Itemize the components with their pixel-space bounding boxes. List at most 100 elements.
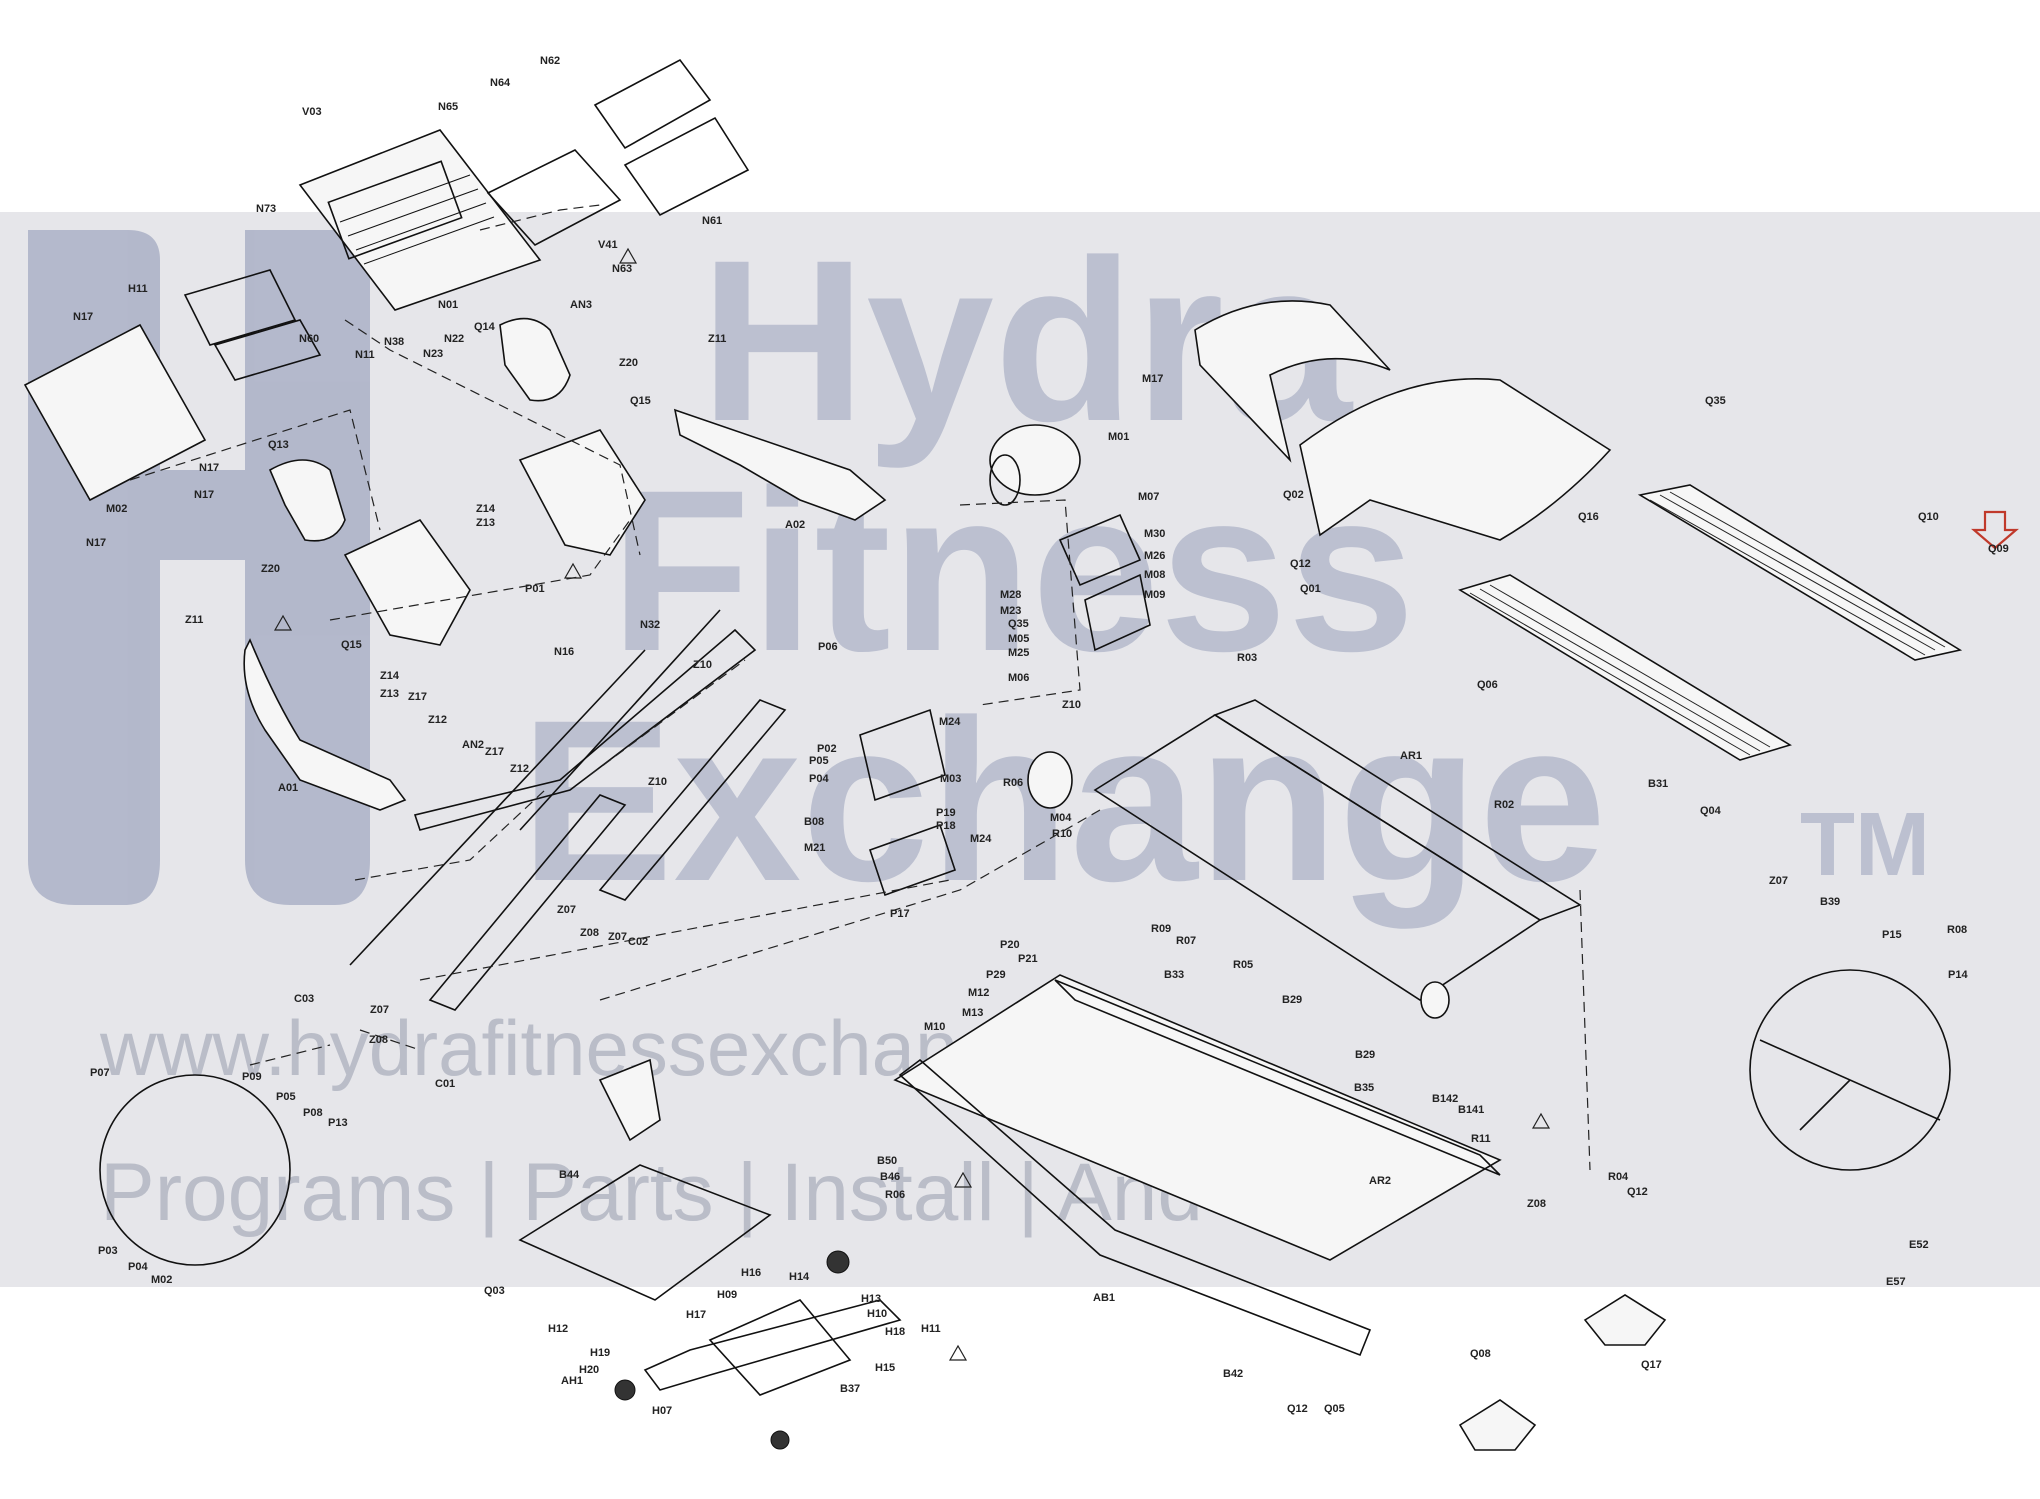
- callout-label: P04: [128, 1261, 148, 1273]
- callout-label: B44: [559, 1169, 580, 1181]
- callout-label: Q35: [1008, 618, 1029, 630]
- callout-label: Z12: [510, 763, 529, 775]
- callout-label: Z14: [380, 670, 400, 682]
- callout-label: N23: [423, 348, 443, 360]
- callout-label: R10: [1052, 828, 1072, 840]
- callout-label: N17: [199, 462, 219, 474]
- callout-label: Z08: [1527, 1198, 1546, 1210]
- callout-label: M05: [1008, 633, 1029, 645]
- callout-label: P17: [890, 908, 910, 920]
- callout-label: AR2: [1369, 1175, 1391, 1187]
- callout-label: Z13: [380, 688, 399, 700]
- callout-label: Z20: [261, 563, 280, 575]
- callout-label: P20: [1000, 939, 1020, 951]
- callout-label: C03: [294, 993, 314, 1005]
- callout-label: N62: [540, 55, 560, 67]
- callout-label: P18: [936, 820, 956, 832]
- callout-label: Z11: [708, 333, 726, 345]
- callout-label: M13: [962, 1007, 983, 1019]
- callout-label: R07: [1176, 935, 1196, 947]
- callout-label: Q02: [1283, 489, 1304, 501]
- callout-label: M01: [1108, 431, 1129, 443]
- part-callouts: N62N64N65V03N61N73H11N63N17V41AN3N01N22N…: [73, 55, 2009, 1417]
- callout-label: Q17: [1641, 1359, 1662, 1371]
- callout-label: R03: [1237, 652, 1257, 664]
- callout-label: H19: [590, 1347, 610, 1359]
- callout-label: M02: [151, 1274, 172, 1286]
- callout-label: A01: [278, 782, 298, 794]
- callout-label: R04: [1608, 1171, 1629, 1183]
- callout-label: Q12: [1627, 1186, 1648, 1198]
- callout-label: Q15: [341, 639, 362, 651]
- callout-label: V03: [302, 106, 322, 118]
- callout-label: P02: [817, 743, 837, 755]
- callout-label: Z07: [1769, 875, 1788, 887]
- callout-label: H20: [579, 1364, 599, 1376]
- callout-label: H14: [789, 1271, 810, 1283]
- callout-label: P08: [303, 1107, 323, 1119]
- callout-label: Q12: [1290, 558, 1311, 570]
- callout-label: Z10: [648, 776, 667, 788]
- callout-label: H11: [128, 283, 148, 295]
- callout-label: Z08: [369, 1034, 388, 1046]
- callout-label: N16: [554, 646, 574, 658]
- callout-label: Z07: [608, 931, 627, 943]
- callout-label: E57: [1886, 1276, 1906, 1288]
- callout-label: Z12: [428, 714, 447, 726]
- callout-label: P19: [936, 807, 956, 819]
- watermark-tm: TM: [1800, 795, 1930, 895]
- callout-label: Q03: [484, 1285, 505, 1297]
- callout-label: Q04: [1700, 805, 1722, 817]
- callout-label: Q01: [1300, 583, 1321, 595]
- callout-label: Z17: [408, 691, 427, 703]
- callout-label: N38: [384, 336, 404, 348]
- callout-label: R06: [1003, 777, 1023, 789]
- callout-label: N65: [438, 101, 458, 113]
- callout-label: N01: [438, 299, 458, 311]
- callout-label: P03: [98, 1245, 118, 1257]
- callout-label: B37: [840, 1383, 860, 1395]
- callout-label: Q06: [1477, 679, 1498, 691]
- callout-label: M23: [1000, 605, 1021, 617]
- callout-label: B50: [877, 1155, 897, 1167]
- callout-label: P14: [1948, 969, 1968, 981]
- callout-label: R02: [1494, 799, 1514, 811]
- callout-label: H16: [741, 1267, 761, 1279]
- callout-label: B29: [1355, 1049, 1375, 1061]
- callout-label: B39: [1820, 896, 1840, 908]
- callout-label: Q13: [268, 439, 289, 451]
- callout-label: M06: [1008, 672, 1029, 684]
- callout-label: Z07: [557, 904, 576, 916]
- callout-label: Q16: [1578, 511, 1599, 523]
- callout-label: N73: [256, 203, 276, 215]
- callout-label: R06: [885, 1189, 905, 1201]
- callout-label: M25: [1008, 647, 1029, 659]
- callout-label: R11: [1471, 1133, 1491, 1145]
- callout-label: AN2: [462, 739, 484, 751]
- callout-label: Z14: [476, 503, 496, 515]
- callout-label: M17: [1142, 373, 1163, 385]
- callout-label: M28: [1000, 589, 1021, 601]
- callout-label: P05: [809, 755, 829, 767]
- callout-label: H11: [921, 1323, 941, 1335]
- callout-label: N32: [640, 619, 660, 631]
- callout-label: M02: [106, 503, 127, 515]
- callout-label: E52: [1909, 1239, 1929, 1251]
- callout-label: M03: [940, 773, 961, 785]
- callout-label: R09: [1151, 923, 1171, 935]
- parts-artwork: [23, 58, 2019, 1451]
- callout-label: B42: [1223, 1368, 1243, 1380]
- callout-label: B08: [804, 816, 824, 828]
- callout-label: P13: [328, 1117, 348, 1129]
- callout-label: Z13: [476, 517, 495, 529]
- callout-label: H18: [885, 1326, 905, 1338]
- callout-label: N22: [444, 333, 464, 345]
- callout-label: B29: [1282, 994, 1302, 1006]
- callout-label: AH1: [561, 1375, 583, 1387]
- callout-label: M12: [968, 987, 989, 999]
- callout-label: N63: [612, 263, 632, 275]
- callout-label: Z11: [185, 614, 203, 626]
- callout-label: M21: [804, 842, 825, 854]
- callout-label: B142: [1432, 1093, 1458, 1105]
